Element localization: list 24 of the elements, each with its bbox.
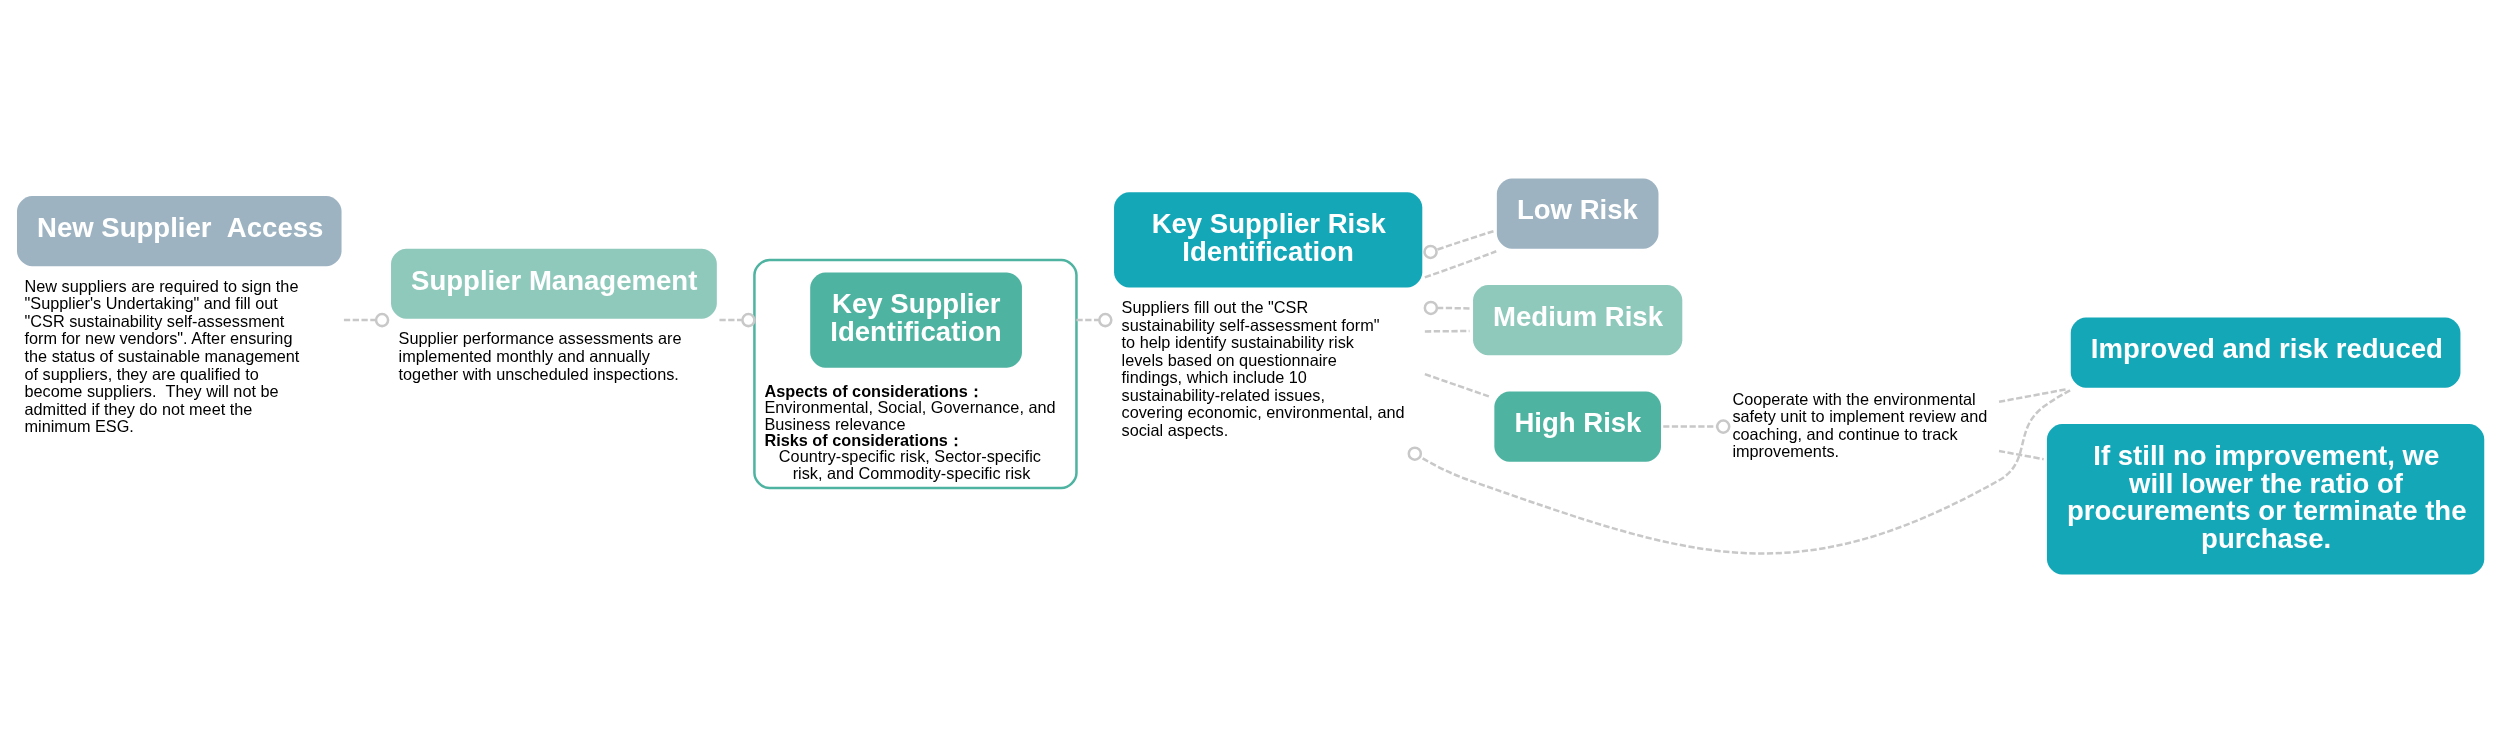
connector (1423, 229, 1494, 259)
node-text: Cooperate with the environmental safety unit to implement review and coaching, and continue to track improvements. (1732, 389, 1988, 460)
node-label: Suppliers fill out the "CSR sustainability self-assessment form" to help identify sustainability risk levels based on questionnaire findings, which include 10 sustainability-related issues, covering economic, environmental, and social aspects. (1121, 297, 1405, 439)
node-box: Low Risk (1496, 178, 1659, 249)
connector (1076, 312, 1113, 327)
node-box: If still no improvement, we will lower the ratio of procurements or terminate the purchase. (2046, 423, 2485, 574)
node-box: Supplier Management (391, 248, 717, 319)
node-box: High Risk (1494, 391, 1661, 462)
connector (1663, 418, 1731, 434)
connector (1423, 300, 1470, 315)
connector (1424, 329, 1470, 333)
node-label: Supplier performance assessments are implemented monthly and annually together with unscheduled inspections. (398, 328, 682, 383)
connector (1424, 372, 1492, 398)
connector (1424, 249, 1497, 279)
node-box: Medium Risk (1473, 284, 1683, 355)
node-box: Improved and risk reduced (2070, 317, 2461, 388)
node-box: Key Supplier Risk Identification (1114, 191, 1423, 288)
connector (343, 312, 390, 327)
node-box: Key Supplier Identification (810, 272, 1022, 368)
node-label: New suppliers are required to sign the "Supplier's Undertaking" and fill out "CSR sustainability self-assessment form for new vendors". After ensuring the status of sustainable management of suppliers, they are qualified to become suppliers. They will not be admitted if they do not meet the minimum ESG. (24, 276, 300, 435)
connector (719, 312, 756, 327)
node-box: New Supplier Access (17, 195, 342, 266)
connector (1998, 387, 2068, 403)
connector (1998, 449, 2044, 460)
